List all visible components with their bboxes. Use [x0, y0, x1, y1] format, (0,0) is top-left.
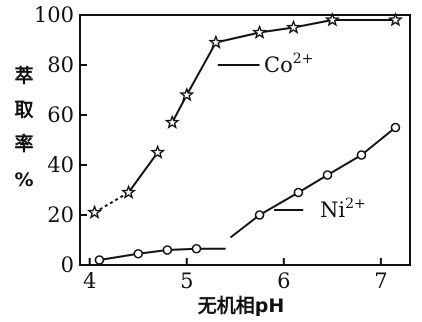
ni-data-point-circle [133, 248, 144, 259]
co-data-point-star [120, 184, 137, 199]
ni-series-label: Ni2+ [320, 196, 366, 222]
ni-label-sup: 2+ [345, 196, 366, 212]
ni-data-point-circle [390, 122, 401, 133]
y-tick-label: 100 [34, 3, 74, 27]
co-series-segment [259, 26, 294, 34]
ni-series-segment [229, 214, 261, 239]
co-data-point-star [324, 12, 340, 27]
co-series-segment [185, 42, 217, 96]
ni-series-segment [99, 252, 139, 261]
ni-series-segment [167, 247, 197, 251]
co-data-point-star [208, 34, 224, 49]
co-data-point-star [387, 12, 404, 27]
axes [79, 14, 411, 266]
y-axis-title-char: 取 [14, 99, 33, 121]
ni-data-point-circle [191, 243, 202, 254]
co-series-label: Co2+ [264, 51, 313, 77]
y-tick-label: 20 [47, 203, 74, 227]
ni-series-segment [259, 191, 299, 216]
y-tick-label: 60 [47, 103, 74, 127]
y-tick-label: 80 [47, 53, 74, 77]
x-tick-label: 4 [83, 269, 96, 293]
y-tick-label: 0 [61, 253, 74, 277]
co-data-point-star [164, 114, 180, 129]
ni-data-point-circle [293, 187, 304, 198]
co-series-segment [293, 19, 333, 29]
co-data-point-star [86, 204, 103, 219]
co-data-point-star [251, 24, 268, 39]
co-label-base: Co [264, 53, 293, 77]
ni-data-point-circle [356, 150, 367, 160]
labels: 萃取率%Co2+Ni2+ [14, 51, 365, 222]
co-data-point-star [150, 144, 166, 159]
co-series-segment [94, 191, 130, 214]
ni-data-point-circle [94, 255, 105, 265]
ni-series-segment [138, 249, 168, 255]
series-layer [86, 12, 404, 265]
y-axis-title-char: 率 [14, 132, 33, 155]
ni-label-base: Ni [320, 198, 345, 222]
x-tick-label: 6 [277, 269, 290, 293]
co-series-segment [127, 151, 159, 194]
ni-data-point-circle [254, 210, 265, 220]
co-series-segment [215, 31, 260, 44]
ni-data-point-circle [162, 245, 173, 255]
axis-ticks: 4 5 6 7 0 20 40 60 80 100 [34, 3, 388, 293]
co-label-sup: 2+ [293, 51, 314, 67]
co-data-point-star [179, 87, 195, 102]
co-data-point-star [285, 19, 302, 34]
ni-data-point-circle [322, 170, 333, 180]
plot-frame [79, 14, 411, 266]
y-tick-label: 40 [47, 153, 74, 177]
y-axis-title-char: 萃 [14, 64, 33, 87]
x-tick-label: 5 [180, 269, 193, 293]
ni-series-segment [297, 174, 329, 194]
x-axis-title: 无机相pH [198, 295, 285, 317]
y-axis-title-char: % [14, 169, 33, 191]
x-tick-label: 7 [374, 269, 387, 293]
ni-series-segment [326, 154, 362, 176]
ni-series-segment [360, 126, 397, 156]
